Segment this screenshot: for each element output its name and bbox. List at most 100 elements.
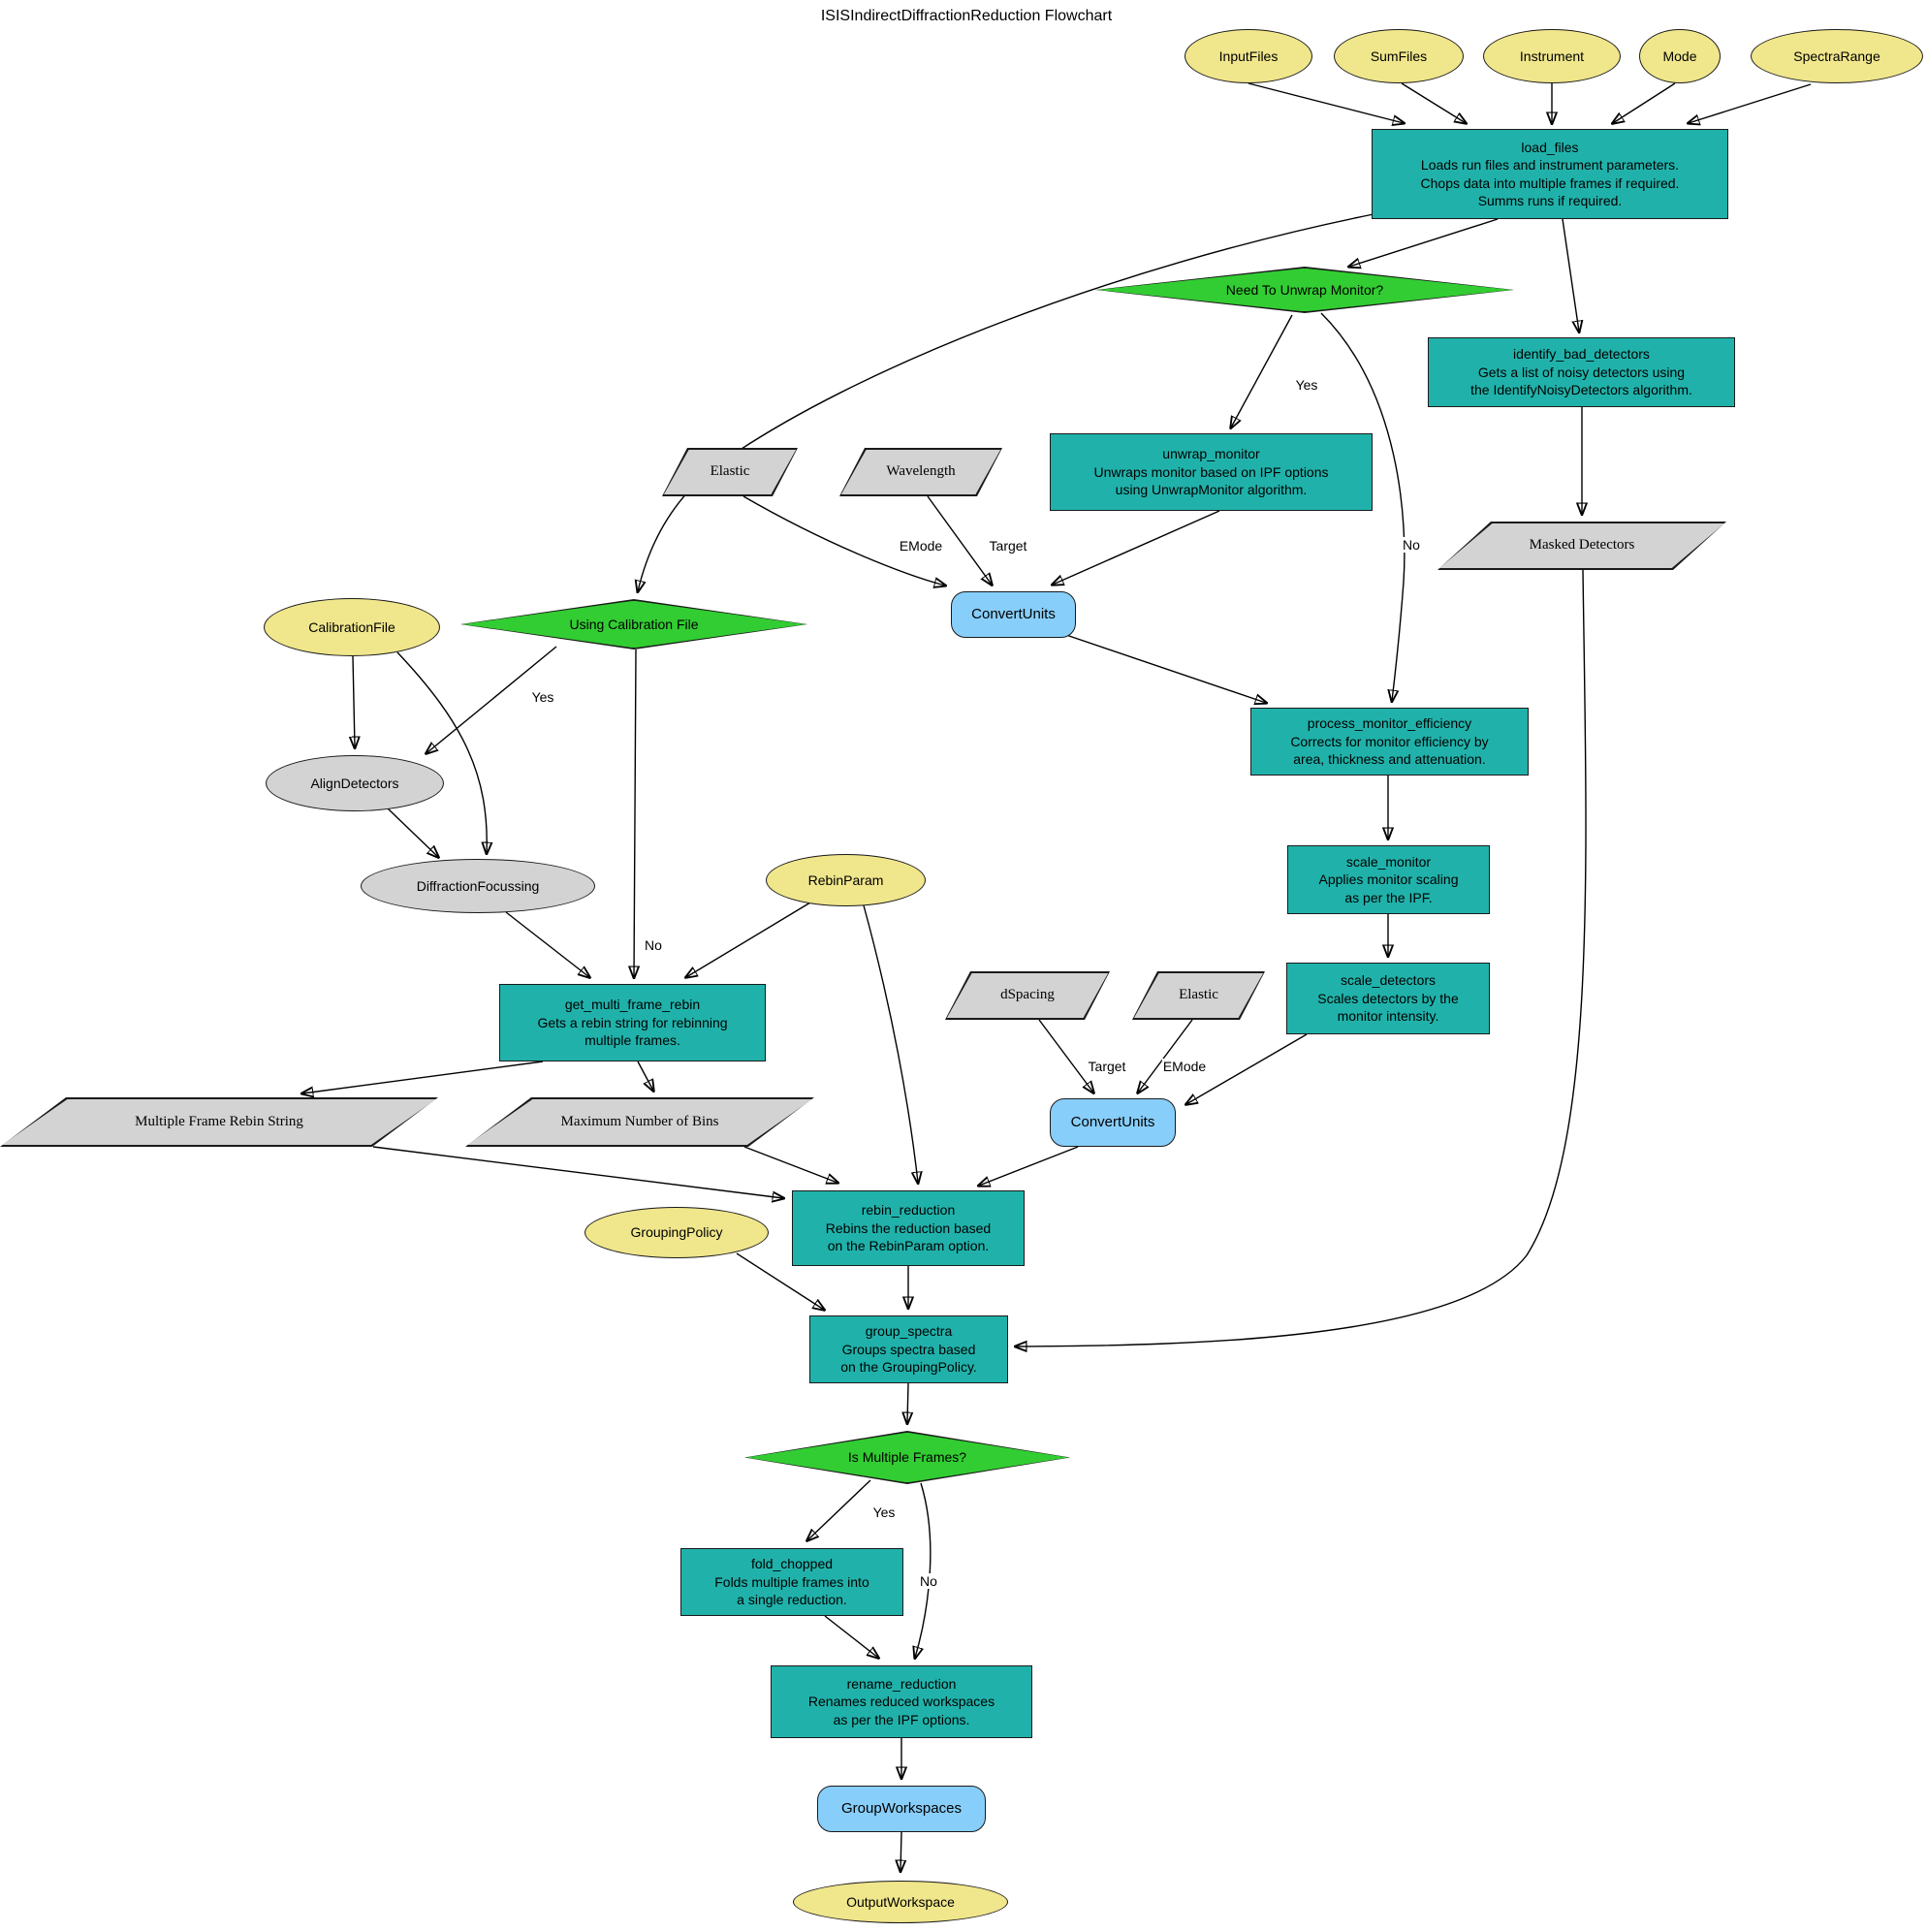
- edge-label-yes-fold: Yes: [871, 1504, 897, 1520]
- edge-spectrarange-load: [1689, 83, 1812, 123]
- edge-masked-groupspectra: [1016, 569, 1587, 1346]
- edge-align-difffocus: [387, 808, 438, 857]
- node-label: ConvertUnits: [1070, 1114, 1155, 1131]
- node-wavelength: Wavelength: [839, 448, 1002, 496]
- node-label: Mode: [1662, 48, 1697, 64]
- diagram-title: ISISIndirectDiffractionReduction Flowcha…: [820, 8, 1113, 24]
- node-label: process_monitor_efficiency Corrects for …: [1290, 715, 1489, 768]
- node-rename-reduction: rename_reduction Renames reduced workspa…: [771, 1665, 1032, 1738]
- node-group-workspaces: GroupWorkspaces: [817, 1786, 986, 1832]
- node-mode: Mode: [1639, 29, 1721, 83]
- edge-elastic1-convertunits1: [742, 495, 945, 586]
- edge-mfrs-rebin: [372, 1146, 783, 1198]
- node-multiple-frame-rebin-string: Multiple Frame Rebin String: [0, 1097, 438, 1147]
- node-label: Maximum Number of Bins: [560, 1113, 719, 1129]
- node-label: ConvertUnits: [971, 606, 1056, 623]
- parallelogram-fill: [947, 973, 1109, 1019]
- node-is-multiple-frames: Is Multiple Frames?: [744, 1431, 1070, 1484]
- node-label: scale_monitor Applies monitor scaling as…: [1318, 853, 1459, 905]
- edge-load-usingcal: [638, 213, 1374, 591]
- node-identify-bad-detectors: identify_bad_detectors Gets a list of no…: [1428, 337, 1735, 407]
- node-convert-units-2: ConvertUnits: [1050, 1098, 1176, 1147]
- edge-calfile-difffocus: [396, 651, 487, 853]
- node-label: GroupingPolicy: [630, 1224, 723, 1241]
- node-label: load_files Loads run files and instrumen…: [1420, 139, 1680, 208]
- node-scale-detectors: scale_detectors Scales detectors by the …: [1286, 963, 1490, 1034]
- edge-needunwrap-process-no: [1320, 312, 1406, 701]
- edge-label-emode-1: EMode: [898, 538, 944, 554]
- parallelogram-fill: [841, 450, 1001, 495]
- edge-mode-load: [1613, 82, 1676, 123]
- node-unwrap-monitor: unwrap_monitor Unwraps monitor based on …: [1050, 433, 1373, 511]
- node-maximum-number-of-bins: Maximum Number of Bins: [465, 1097, 814, 1147]
- edge-groupingpolicy-groupspectra: [736, 1252, 824, 1310]
- edge-label-no-process: No: [1402, 537, 1421, 553]
- edge-label-no-calibration: No: [644, 937, 663, 953]
- parallelogram-fill: [2, 1099, 437, 1146]
- edge-mnb-rebin: [743, 1146, 837, 1183]
- node-label: Using Calibration File: [569, 616, 699, 632]
- node-rebin-param: RebinParam: [766, 854, 926, 906]
- node-label: OutputWorkspace: [846, 1893, 955, 1910]
- node-label: Elastic: [710, 463, 750, 480]
- node-spectra-range: SpectraRange: [1751, 29, 1923, 83]
- edge-getmulti-mfrs: [302, 1061, 544, 1093]
- edge-convertunits1-process: [1065, 634, 1266, 703]
- parallelogram-fill: [1439, 523, 1725, 569]
- node-scale-monitor: scale_monitor Applies monitor scaling as…: [1287, 845, 1490, 914]
- edge-inputfiles-load: [1248, 82, 1404, 123]
- edge-ismulti-rename-no: [915, 1482, 932, 1658]
- edge-label-target-1: Target: [988, 538, 1028, 554]
- edge-label-yes-unwrap: Yes: [1294, 377, 1319, 393]
- edge-label-emode-2: EMode: [1161, 1059, 1208, 1074]
- node-grouping-policy: GroupingPolicy: [584, 1207, 769, 1258]
- node-label: fold_chopped Folds multiple frames into …: [714, 1556, 869, 1608]
- edge-unwrap-convertunits1: [1053, 510, 1220, 585]
- node-align-detectors: AlignDetectors: [266, 755, 444, 811]
- node-label: rebin_reduction Rebins the reduction bas…: [825, 1202, 992, 1254]
- node-group-spectra: group_spectra Groups spectra based on th…: [809, 1315, 1008, 1383]
- edge-wavelength-convertunits1: [927, 495, 992, 585]
- edge-needunwrap-unwrap-yes: [1231, 314, 1293, 428]
- node-label: get_multi_frame_rebin Gets a rebin strin…: [537, 997, 728, 1049]
- node-elastic-2: Elastic: [1132, 971, 1265, 1020]
- node-label: SpectraRange: [1793, 48, 1880, 64]
- node-sum-files: SumFiles: [1334, 29, 1464, 83]
- node-get-multi-frame-rebin: get_multi_frame_rebin Gets a rebin strin…: [499, 984, 766, 1061]
- edge-dspacing-convertunits2: [1038, 1019, 1093, 1093]
- edge-fold-rename: [824, 1615, 878, 1658]
- edge-rebinparam-rebin: [863, 904, 918, 1183]
- edge-groupspectra-ismulti: [907, 1382, 908, 1423]
- edge-sumfiles-load: [1401, 82, 1466, 123]
- edge-label-no-rename: No: [919, 1573, 938, 1589]
- node-input-files: InputFiles: [1185, 29, 1312, 83]
- edge-rebinparam-getmulti: [686, 902, 811, 977]
- node-label: dSpacing: [1000, 987, 1055, 1003]
- node-label: Elastic: [1179, 987, 1218, 1003]
- node-label: Need To Unwrap Monitor?: [1225, 281, 1384, 298]
- node-label: unwrap_monitor Unwraps monitor based on …: [1093, 446, 1329, 498]
- node-calibration-file: CalibrationFile: [264, 598, 440, 656]
- node-using-calibration-file: Using Calibration File: [460, 599, 807, 649]
- node-label: group_spectra Groups spectra based on th…: [840, 1323, 977, 1376]
- node-label: Wavelength: [886, 463, 956, 480]
- edge-calfile-align: [353, 655, 355, 747]
- node-label: Masked Detectors: [1529, 537, 1635, 554]
- node-label: Multiple Frame Rebin String: [135, 1113, 303, 1129]
- edge-difffocus-getmulti: [505, 911, 589, 977]
- edge-groupworkspaces-outputworkspace: [900, 1831, 901, 1871]
- node-rebin-reduction: rebin_reduction Rebins the reduction bas…: [792, 1190, 1025, 1266]
- node-fold-chopped: fold_chopped Folds multiple frames into …: [680, 1548, 903, 1616]
- edge-usingcal-getmulti-no: [634, 649, 636, 977]
- node-label: Instrument: [1519, 48, 1585, 64]
- edge-load-needunwrap: [1349, 218, 1499, 267]
- node-label: Is Multiple Frames?: [847, 1449, 967, 1466]
- edge-scaledetectors-convertunits2: [1186, 1033, 1308, 1104]
- node-dspacing: dSpacing: [945, 971, 1110, 1020]
- edge-usingcal-align-yes: [426, 646, 557, 753]
- parallelogram-fill: [1134, 973, 1264, 1019]
- edge-label-target-2: Target: [1087, 1059, 1127, 1074]
- node-diffraction-focussing: DiffractionFocussing: [361, 859, 595, 913]
